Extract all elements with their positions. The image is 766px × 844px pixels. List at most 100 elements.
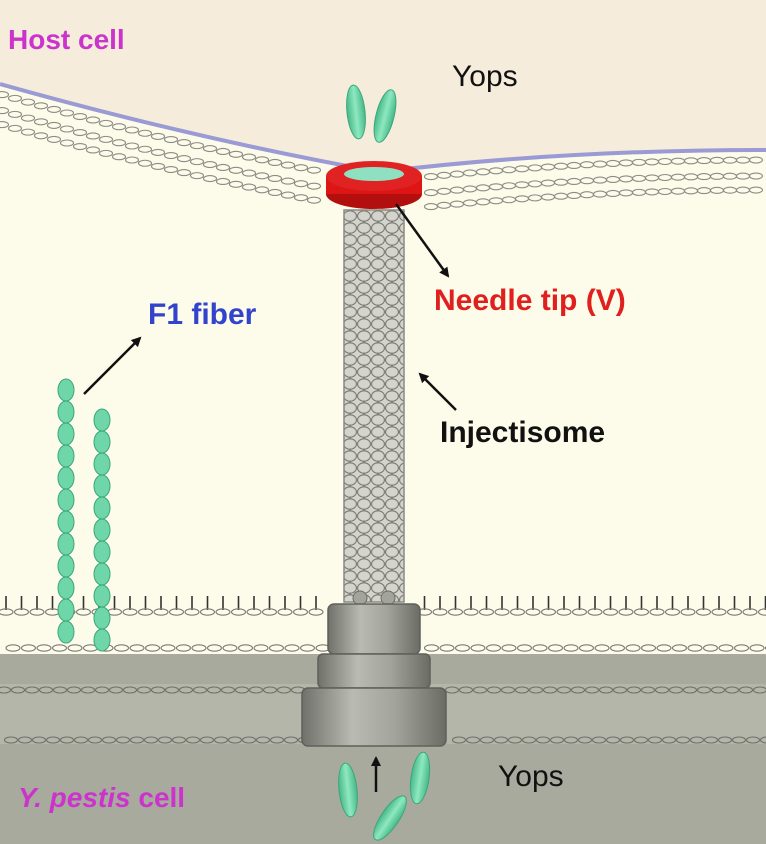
lipid-head (587, 608, 603, 616)
lipid-head (137, 159, 153, 167)
fiber-bead-icon (57, 466, 75, 490)
lipid-head (171, 736, 187, 744)
lipid-head (0, 107, 10, 115)
lipid-head (111, 153, 127, 161)
fiber-bead-icon (93, 408, 111, 432)
lipid-head (738, 686, 754, 694)
lipid-head (293, 194, 309, 202)
lipid-head (98, 119, 114, 127)
fiber-bead-icon (93, 518, 111, 542)
lipid-head (283, 736, 299, 744)
lipid-head (547, 644, 564, 652)
lipid-head (280, 191, 296, 199)
lipid-head (695, 608, 712, 616)
lipid-head (191, 644, 207, 652)
lipid-head (626, 686, 642, 694)
lipid-head (717, 736, 733, 744)
lipid-head (267, 158, 283, 167)
lipid-head (306, 182, 322, 190)
lipid-head (20, 128, 36, 136)
lipid-head (143, 736, 159, 744)
basal-body (301, 590, 447, 747)
lipid-head (0, 686, 12, 694)
lipid-head (7, 94, 23, 102)
lipid-head (724, 686, 740, 694)
lipid-head (532, 644, 548, 652)
lipid-head (85, 146, 101, 154)
lipid-head (192, 686, 208, 694)
lipid-head (17, 736, 33, 744)
lipid-head (20, 98, 36, 106)
lipid-head (185, 736, 201, 744)
lipid-head (137, 145, 153, 153)
lipid-head (228, 150, 244, 158)
lipid-head (671, 644, 688, 652)
lipid-head (594, 644, 610, 652)
arrow-icon (394, 203, 450, 278)
lipid-head (689, 736, 705, 744)
lipid-head (507, 736, 523, 744)
lipid-head (609, 644, 626, 652)
lipid-head (269, 736, 285, 744)
lipid-head (528, 686, 544, 694)
lipid-head (602, 608, 619, 616)
lipid-head (255, 736, 271, 744)
lipid-head (563, 644, 579, 652)
lipid-head (654, 686, 670, 694)
lipid-head (444, 686, 460, 694)
needle-tip (326, 161, 422, 209)
outer-membrane (0, 596, 766, 652)
lipid-head (59, 736, 75, 744)
lipid-head (525, 608, 541, 616)
yop-protein-icon (346, 84, 366, 140)
lipid-head (687, 644, 703, 652)
lipid-head (115, 736, 131, 744)
lipid-head (7, 110, 23, 118)
lipid-head (540, 608, 557, 616)
lipid-head (718, 644, 734, 652)
lipid-head (129, 736, 145, 744)
lipid-head (33, 118, 49, 126)
lipid-head (206, 644, 223, 652)
lipid-head (280, 161, 296, 169)
fiber-bead-icon (57, 620, 75, 644)
lipid-head (45, 736, 61, 744)
lipid-head (276, 686, 292, 694)
lipid-head (500, 686, 516, 694)
lipid-head (59, 139, 75, 147)
lipid-head (36, 644, 52, 652)
lipid-head (423, 644, 440, 652)
lipid-head (178, 686, 194, 694)
lipid-head (262, 686, 278, 694)
lipid-head (111, 123, 127, 131)
lipid-head (248, 686, 264, 694)
lipid-head (124, 156, 140, 164)
lipid-head (682, 686, 698, 694)
yops-top-label: Yops (452, 60, 518, 93)
lipid-head (227, 736, 243, 744)
lipid-head (213, 736, 229, 744)
lipid-head (189, 142, 205, 150)
host-cytoplasm (0, 0, 766, 172)
lipid-head (199, 608, 216, 616)
ypestis-species-name: Y. pestis (18, 782, 131, 813)
lipid-head (731, 736, 747, 744)
lipid-head (176, 139, 192, 147)
lipid-head (122, 686, 138, 694)
yops-bottom (338, 751, 431, 841)
lipid-head (514, 686, 530, 694)
fiber-bead-icon (57, 378, 75, 402)
lipid-head (432, 608, 448, 616)
lipid-head (202, 175, 218, 183)
lipid-head (75, 608, 92, 616)
lipid-head (51, 644, 68, 652)
lipid-head (563, 736, 579, 744)
lipid-head (675, 736, 691, 744)
lipid-head (591, 736, 607, 744)
lipid-head (189, 158, 205, 166)
lipid-head (7, 124, 23, 132)
lipid-head (711, 608, 727, 616)
lipid-head (733, 644, 750, 652)
lipid-head (486, 686, 502, 694)
